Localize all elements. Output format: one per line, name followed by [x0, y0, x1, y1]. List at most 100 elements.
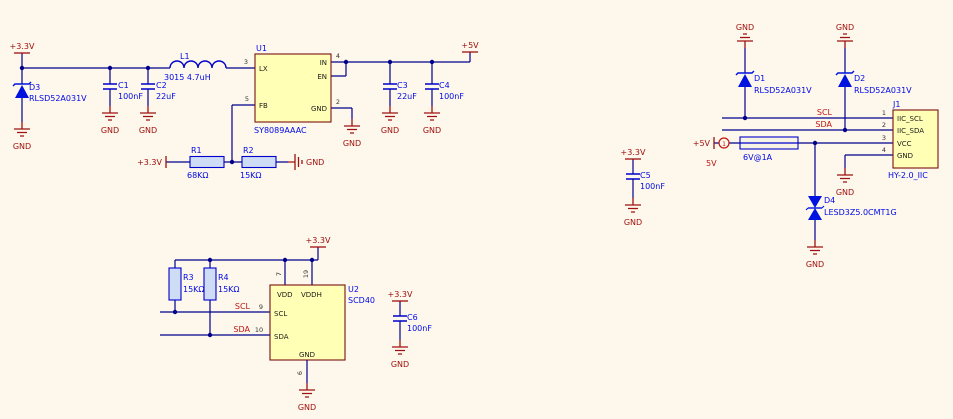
pin-name-sda: SDA — [274, 333, 289, 341]
gnd-icon — [343, 118, 361, 134]
esd-diode-icon — [835, 70, 855, 88]
part-value: 6V@1A — [743, 153, 773, 162]
part-value: RLSD52A031V — [754, 86, 812, 95]
power-label: +5V — [461, 41, 479, 50]
diode-d3[interactable]: D3 RLSD52A031V — [12, 68, 87, 122]
junction-dots — [19, 59, 435, 165]
part-value: RLSD52A031V — [854, 86, 912, 95]
gnd-port-u2[interactable]: GND — [298, 360, 316, 412]
ic-u1-sy8089[interactable]: U1 SY8089AAAC LX IN EN FB GND 3 4 5 2 — [244, 44, 340, 135]
part-value: 100nF — [118, 92, 143, 101]
tvs-diode-icon — [805, 195, 825, 221]
pin-number: 4 — [336, 52, 340, 60]
ic-u2-scd40[interactable]: U2 SCD40 VDD VDDH SCL SDA GND 7 19 9 10 … — [255, 270, 375, 375]
fuse-f1[interactable]: 6V@1A — [739, 136, 799, 162]
gnd-port-c6[interactable]: GND — [391, 339, 409, 369]
gnd-icon — [13, 121, 31, 137]
net-label-5v: 5V — [706, 159, 717, 168]
gnd-icon — [381, 105, 399, 121]
pin-name-vdd: VDD — [277, 291, 293, 299]
resistor-r4[interactable]: R4 15KΩ — [203, 260, 240, 335]
designator: L1 — [180, 52, 190, 61]
gnd-port-d1[interactable]: GND — [736, 23, 754, 49]
gnd-port-d4[interactable]: GND — [806, 239, 824, 269]
power-label: +3.3V — [621, 148, 646, 157]
pin-number: 10 — [255, 326, 263, 334]
designator: D1 — [754, 74, 765, 83]
pin-number: 3 — [882, 134, 886, 142]
pin-name-iic-sda: IIC_SDA — [897, 127, 924, 135]
capacitor-c2[interactable]: C2 22uF — [140, 68, 176, 106]
power-label: +3.3V — [10, 42, 35, 51]
pin-number: 9 — [259, 303, 263, 311]
capacitor-icon — [625, 173, 641, 180]
gnd-port-c4[interactable]: GND — [423, 105, 441, 135]
gnd-label: GND — [736, 23, 754, 32]
gnd-port-c3[interactable]: GND — [381, 105, 399, 135]
capacitor-c3[interactable]: C3 22uF — [382, 62, 417, 106]
part-value: SY8089AAAC — [254, 126, 307, 135]
designator: C4 — [439, 81, 450, 90]
designator: R4 — [218, 273, 229, 282]
capacitor-c1[interactable]: C1 100nF — [102, 68, 143, 106]
designator: D2 — [854, 74, 865, 83]
power-port-3v3-sensor[interactable]: +3.3V — [306, 236, 331, 260]
power-port-3v3-divider[interactable]: +3.3V — [137, 156, 167, 168]
power-port-5v-out[interactable]: +5V — [461, 41, 479, 62]
gnd-icon — [736, 33, 754, 49]
tvs-diode-d4[interactable]: D4 LESD3Z5.0CMT1G — [805, 143, 897, 240]
gnd-port-d3[interactable]: GND — [13, 121, 31, 151]
gnd-port-c1[interactable]: GND — [101, 105, 119, 135]
connector-j1[interactable]: J1 HY-2.0_IIC IIC_SCL IIC_SDA VCC GND 1 … — [882, 100, 939, 180]
gnd-port-c5[interactable]: GND — [624, 197, 642, 227]
gnd-port-d2[interactable]: GND — [836, 23, 854, 49]
power-port-3v3-main[interactable]: +3.3V — [10, 42, 35, 68]
gnd-icon — [836, 33, 854, 49]
power-label: +5V — [693, 139, 711, 148]
pin-name-gnd: GND — [311, 105, 327, 113]
gnd-port-c2[interactable]: GND — [139, 105, 157, 135]
pin-name-en: EN — [317, 73, 327, 81]
power-port-5v-in[interactable]: +5V — [693, 137, 715, 149]
power-port-3v3-c6[interactable]: +3.3V — [388, 290, 413, 316]
designator: U2 — [348, 285, 359, 294]
designator: R3 — [183, 273, 194, 282]
pin-name-scl: SCL — [274, 310, 287, 318]
resistor-r1[interactable]: R1 68KΩ — [187, 146, 225, 180]
capacitor-c6[interactable]: C6 100nF — [392, 313, 432, 340]
designator: C6 — [407, 313, 418, 322]
gnd-port-u1[interactable]: GND — [343, 118, 361, 148]
gnd-label: GND — [343, 139, 361, 148]
gnd-icon — [423, 105, 441, 121]
designator: R2 — [243, 146, 254, 155]
part-value: 15KΩ — [240, 171, 262, 180]
capacitor-icon — [102, 83, 118, 90]
resistor-r2[interactable]: R2 15KΩ — [240, 146, 277, 180]
gnd-label: GND — [298, 403, 316, 412]
designator: C3 — [397, 81, 408, 90]
part-value: LESD3Z5.0CMT1G — [824, 208, 897, 217]
part-value: 100nF — [439, 92, 464, 101]
part-value: 15KΩ — [218, 285, 240, 294]
pin-name-in: IN — [320, 59, 327, 67]
capacitor-c4[interactable]: C4 100nF — [424, 62, 464, 106]
power-port-3v3-c5[interactable]: +3.3V — [621, 148, 646, 174]
net-wires-sensor[interactable] — [160, 259, 318, 336]
capacitor-icon — [392, 315, 408, 322]
inductor-l1[interactable]: L1 3015 4.7uH — [164, 52, 227, 82]
gnd-port-j1[interactable]: GND — [836, 155, 854, 197]
pin-number: 2 — [882, 121, 886, 129]
gnd-label: GND — [391, 360, 409, 369]
erc-marker[interactable]: 1 — [718, 137, 730, 149]
gnd-label: GND — [624, 218, 642, 227]
pin-name-vcc: VCC — [897, 140, 912, 148]
gnd-port-divider[interactable]: GND — [287, 153, 324, 171]
resistor-r3[interactable]: R3 15KΩ — [168, 260, 205, 312]
diode-d1[interactable]: D1 RLSD52A031V — [735, 48, 812, 118]
diode-d2[interactable]: D2 RLSD52A031V — [835, 48, 912, 130]
part-value: 68KΩ — [187, 171, 209, 180]
part-value: RLSD52A031V — [29, 94, 87, 103]
pin-number: 3 — [244, 58, 248, 66]
gnd-icon — [836, 167, 854, 183]
capacitor-c5[interactable]: C5 100nF — [625, 171, 665, 198]
